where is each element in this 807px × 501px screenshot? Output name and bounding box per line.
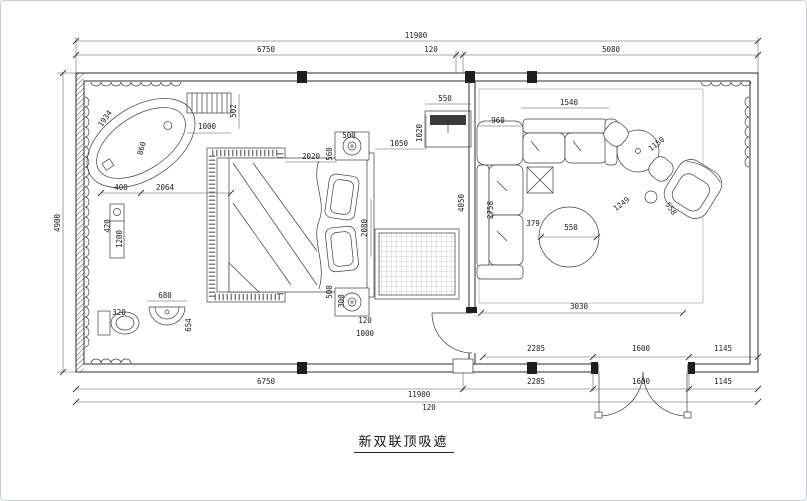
dimension-lines <box>57 37 759 403</box>
dimension-label: 1000 <box>198 122 217 131</box>
center-carpet <box>374 228 460 300</box>
dimension-label: 300 <box>337 294 346 308</box>
dining-chair <box>648 156 674 182</box>
nightstand-top <box>334 131 370 161</box>
small-round-table <box>644 190 658 204</box>
dimension-label: 120 <box>358 316 372 325</box>
nightstand-lamp-icon <box>342 292 362 312</box>
dimension-label: 2080 <box>360 218 369 237</box>
dimension-label: 1000 <box>356 329 375 338</box>
nightstand-bottom <box>334 287 370 317</box>
dimension-label: 502 <box>229 104 238 118</box>
entry-doors <box>594 371 692 419</box>
curtain-scallop-left-wall <box>84 96 90 348</box>
dining-table <box>603 121 674 182</box>
dimension-label: 960 <box>491 116 505 125</box>
console-table <box>109 203 125 259</box>
dimension-ticks <box>59 37 762 406</box>
coffee-table <box>537 206 601 268</box>
dimension-label: 1600 <box>632 344 651 353</box>
dimension-label: 560 <box>325 147 334 161</box>
dimension-label: 11900 <box>408 390 431 399</box>
dimension-label: 1934 <box>96 108 114 128</box>
dimension-label: 550 <box>564 223 578 232</box>
dimension-label: 500 <box>342 131 356 140</box>
pillow <box>325 225 359 273</box>
dimension-label: 550 <box>438 94 452 103</box>
dimension-label: 860 <box>135 140 147 156</box>
dimension-label: 6750 <box>257 377 276 386</box>
sofa-sectional <box>476 118 618 280</box>
dimension-label: 1540 <box>560 98 579 107</box>
dimension-label: 1050 <box>390 139 409 148</box>
dining-chair <box>603 121 629 147</box>
dimension-label: 320 <box>112 308 126 317</box>
pedestal-sink <box>148 306 186 326</box>
dimension-label: 4900 <box>53 213 62 232</box>
dimension-label: 680 <box>158 291 172 300</box>
toilet <box>97 310 140 336</box>
lounge-chair <box>663 159 723 219</box>
dimension-label: 120 <box>424 45 438 54</box>
dimension-label: 5080 <box>602 45 621 54</box>
wall-piers <box>297 71 695 374</box>
curtain-scallop-top-right <box>700 81 752 87</box>
dimension-label: 1145 <box>714 377 732 386</box>
dimension-label: 2020 <box>302 152 321 161</box>
dimension-label: 1020 <box>415 123 424 142</box>
dimension-label: 4050 <box>457 193 466 212</box>
drawing-caption: 新双联顶吸遮 <box>353 431 454 453</box>
dimension-label: 11900 <box>405 31 428 40</box>
curtain-scallop-bottom-left <box>90 358 132 364</box>
dimension-label: 120 <box>422 403 436 412</box>
tv-icon <box>430 115 466 125</box>
curtain-scallop-right-wall <box>744 96 750 168</box>
nightstand-lamp-icon <box>342 136 362 156</box>
pillow <box>324 173 360 221</box>
dimension-label: 2285 <box>527 377 545 386</box>
dimension-label: 2064 <box>156 183 175 192</box>
dimension-label: 500 <box>325 285 334 299</box>
dimension-label: 400 <box>114 183 128 192</box>
partition-wall <box>466 81 477 364</box>
dimension-label: 654 <box>184 318 193 332</box>
tv-cabinet <box>424 110 472 148</box>
radiator <box>186 92 232 114</box>
dimension-label: 1200 <box>115 229 124 248</box>
dimension-label: 3030 <box>570 302 589 311</box>
bed <box>228 152 375 298</box>
dimension-label: 1600 <box>632 377 651 386</box>
curtain-scallop-top-left <box>90 81 182 87</box>
bathtub <box>86 98 196 188</box>
dimension-label: 1249 <box>612 195 632 213</box>
dimension-label: 1145 <box>714 344 732 353</box>
dimension-label: 2758 <box>486 200 495 219</box>
dimension-label: 2285 <box>527 344 545 353</box>
side-table <box>526 166 554 194</box>
dimension-label: 420 <box>103 219 112 233</box>
interior-door <box>431 312 474 374</box>
dimension-label: 6750 <box>257 45 276 54</box>
outer-walls <box>75 72 759 375</box>
dimension-label: 379 <box>526 219 540 228</box>
